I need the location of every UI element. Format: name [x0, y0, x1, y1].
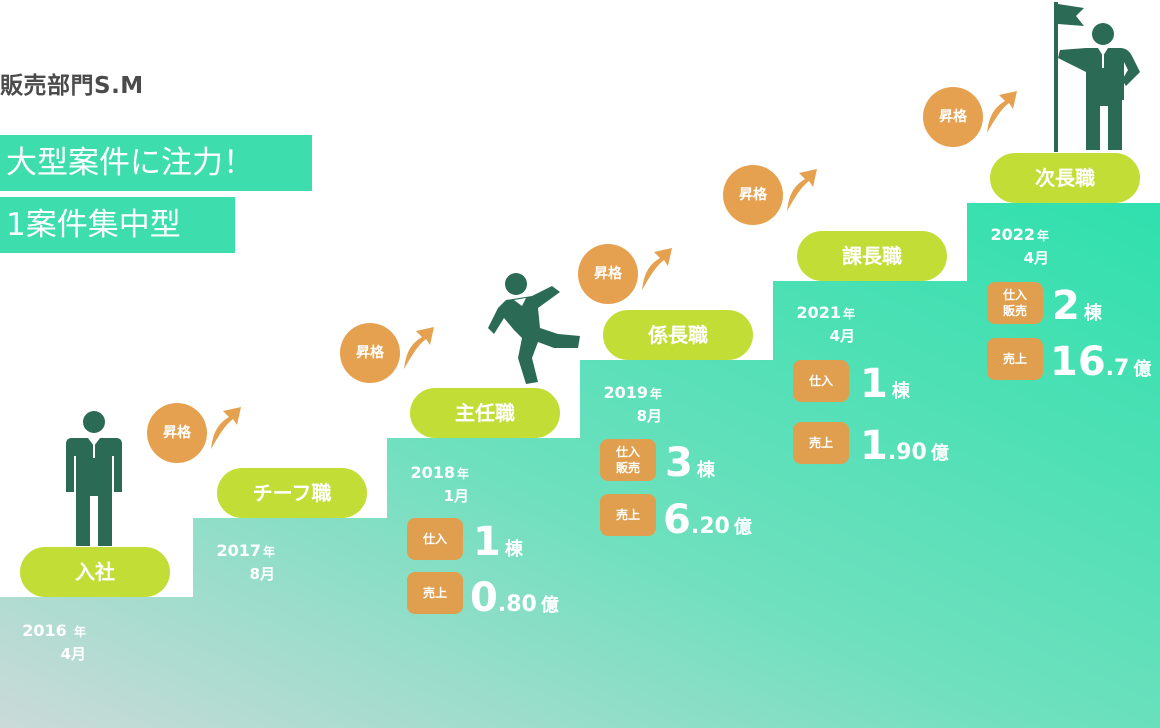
promotion-label: 昇格: [923, 87, 983, 147]
step-title-jicho: 次長職: [990, 153, 1140, 203]
step-title-kakaricho: 係長職: [603, 310, 753, 360]
climbing-businessman-icon: [488, 273, 580, 384]
up-arrow-icon: [642, 248, 672, 290]
flag-pole: [1054, 2, 1058, 152]
headline-line2: 1案件集中型: [0, 197, 235, 253]
step-title-kacho: 課長職: [797, 231, 947, 281]
stair-shape: [0, 203, 1160, 728]
flag-icon: [1058, 4, 1084, 26]
promotion-marker: 昇格: [147, 403, 287, 463]
promotion-label: 昇格: [147, 403, 207, 463]
promotion-label: 昇格: [340, 323, 400, 383]
step-title-chief: チーフ職: [217, 468, 367, 518]
up-arrow-icon: [787, 169, 817, 211]
step-date: 2016 年 4月: [22, 621, 86, 663]
stat-tag: 仕入 販売: [600, 439, 656, 481]
promotion-marker: 昇格: [578, 244, 718, 304]
headline-line1: 大型案件に注力！: [0, 135, 312, 191]
promotion-label: 昇格: [578, 244, 638, 304]
department-title: 販売部門S.M: [0, 73, 144, 99]
promotion-marker: 昇格: [923, 87, 1063, 147]
promotion-marker: 昇格: [340, 323, 480, 383]
stat-tag: 仕入: [793, 360, 849, 402]
step-title-shunin: 主任職: [410, 388, 560, 438]
stat-tag: 仕入 販売: [987, 282, 1043, 324]
stat-tag: 売上: [600, 494, 656, 536]
stat-tag: 売上: [987, 338, 1043, 380]
up-arrow-icon: [987, 91, 1017, 133]
up-arrow-icon: [211, 407, 241, 449]
up-arrow-icon: [404, 327, 434, 369]
flag-businessman-icon: [1054, 2, 1140, 152]
step-title-nyusha: 入社: [20, 547, 170, 597]
standing-businessman-icon: [66, 411, 122, 546]
stat-tag: 売上: [793, 422, 849, 464]
promotion-marker: 昇格: [723, 165, 863, 225]
promotion-label: 昇格: [723, 165, 783, 225]
stat-tag: 仕入: [407, 518, 463, 560]
stat-tag: 売上: [407, 572, 463, 614]
